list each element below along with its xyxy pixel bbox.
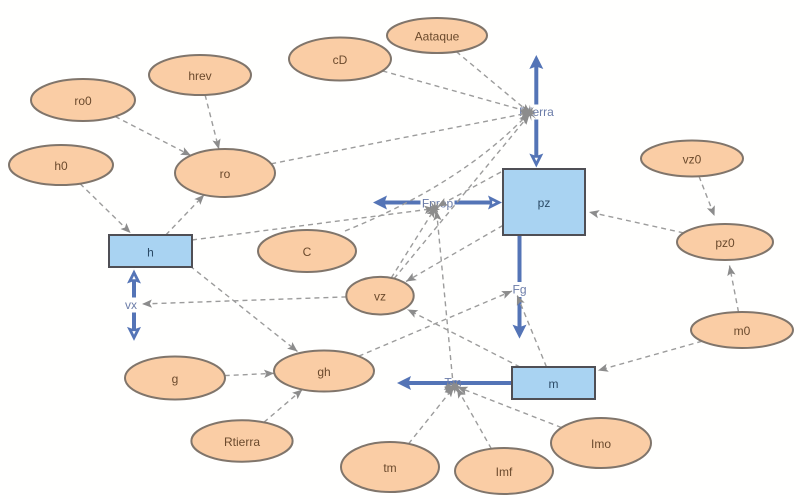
svg-text:m: m — [549, 377, 559, 391]
svg-text:tm: tm — [383, 461, 396, 475]
svg-text:h0: h0 — [54, 159, 68, 173]
svg-text:pz: pz — [538, 196, 551, 210]
svg-text:Fg: Fg — [512, 283, 526, 297]
svg-text:Aataque: Aataque — [415, 30, 460, 44]
svg-text:ro0: ro0 — [74, 94, 92, 108]
svg-text:pz0: pz0 — [715, 236, 735, 250]
svg-text:vx: vx — [125, 298, 137, 312]
svg-text:h: h — [147, 246, 154, 260]
svg-text:gh: gh — [317, 365, 330, 379]
svg-text:Imo: Imo — [591, 437, 611, 451]
svg-text:Fprop: Fprop — [422, 197, 454, 211]
svg-text:cD: cD — [333, 53, 348, 67]
svg-text:vz0: vz0 — [683, 153, 702, 167]
svg-text:C: C — [303, 245, 312, 259]
svg-text:ro: ro — [220, 167, 231, 181]
svg-text:m0: m0 — [734, 324, 751, 338]
svg-text:vz: vz — [374, 290, 386, 304]
svg-text:hrev: hrev — [188, 69, 211, 83]
svg-text:g: g — [172, 372, 179, 386]
svg-text:Imf: Imf — [496, 465, 513, 479]
svg-text:Rtierra: Rtierra — [224, 435, 260, 449]
